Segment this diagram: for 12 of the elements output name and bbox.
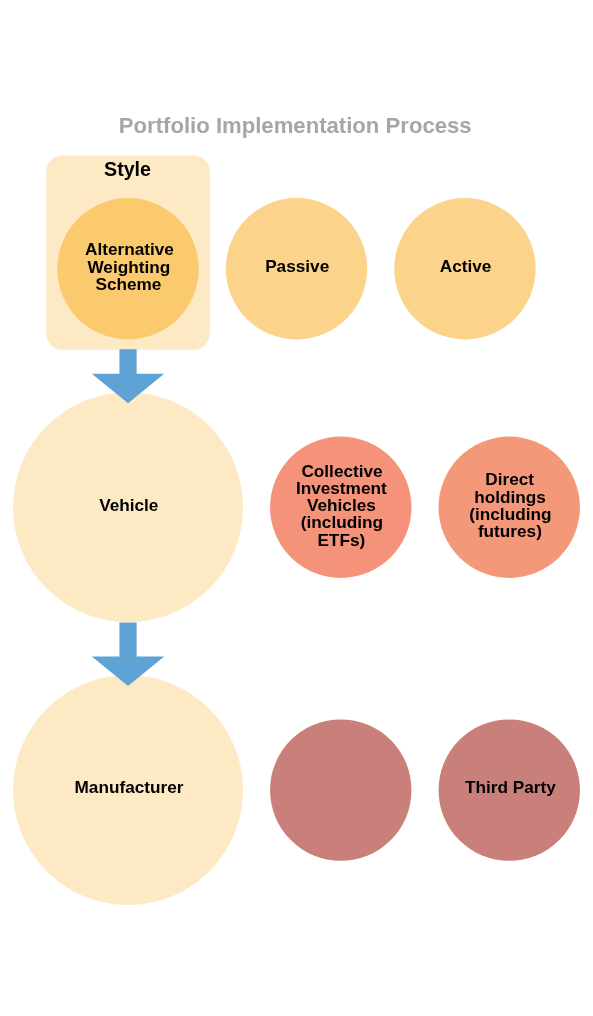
node-circle: Manufacturer [13,674,243,905]
node-circle: Alternative Weighting Scheme [57,197,199,339]
node-circle: Passive [225,197,368,339]
node-circle: Direct holdings (including futures) [438,436,580,578]
node-circle [270,718,412,861]
node-circle: Active [394,197,536,339]
arrow [91,348,165,403]
node-circle: Third Party [438,718,580,861]
diagram-title: Portfolio Implementation Process [118,112,472,138]
node-circle: Collective Investment Vehicles (including ETFs) [270,436,412,578]
node-circle: Vehicle [13,391,243,622]
arrow [91,622,165,686]
